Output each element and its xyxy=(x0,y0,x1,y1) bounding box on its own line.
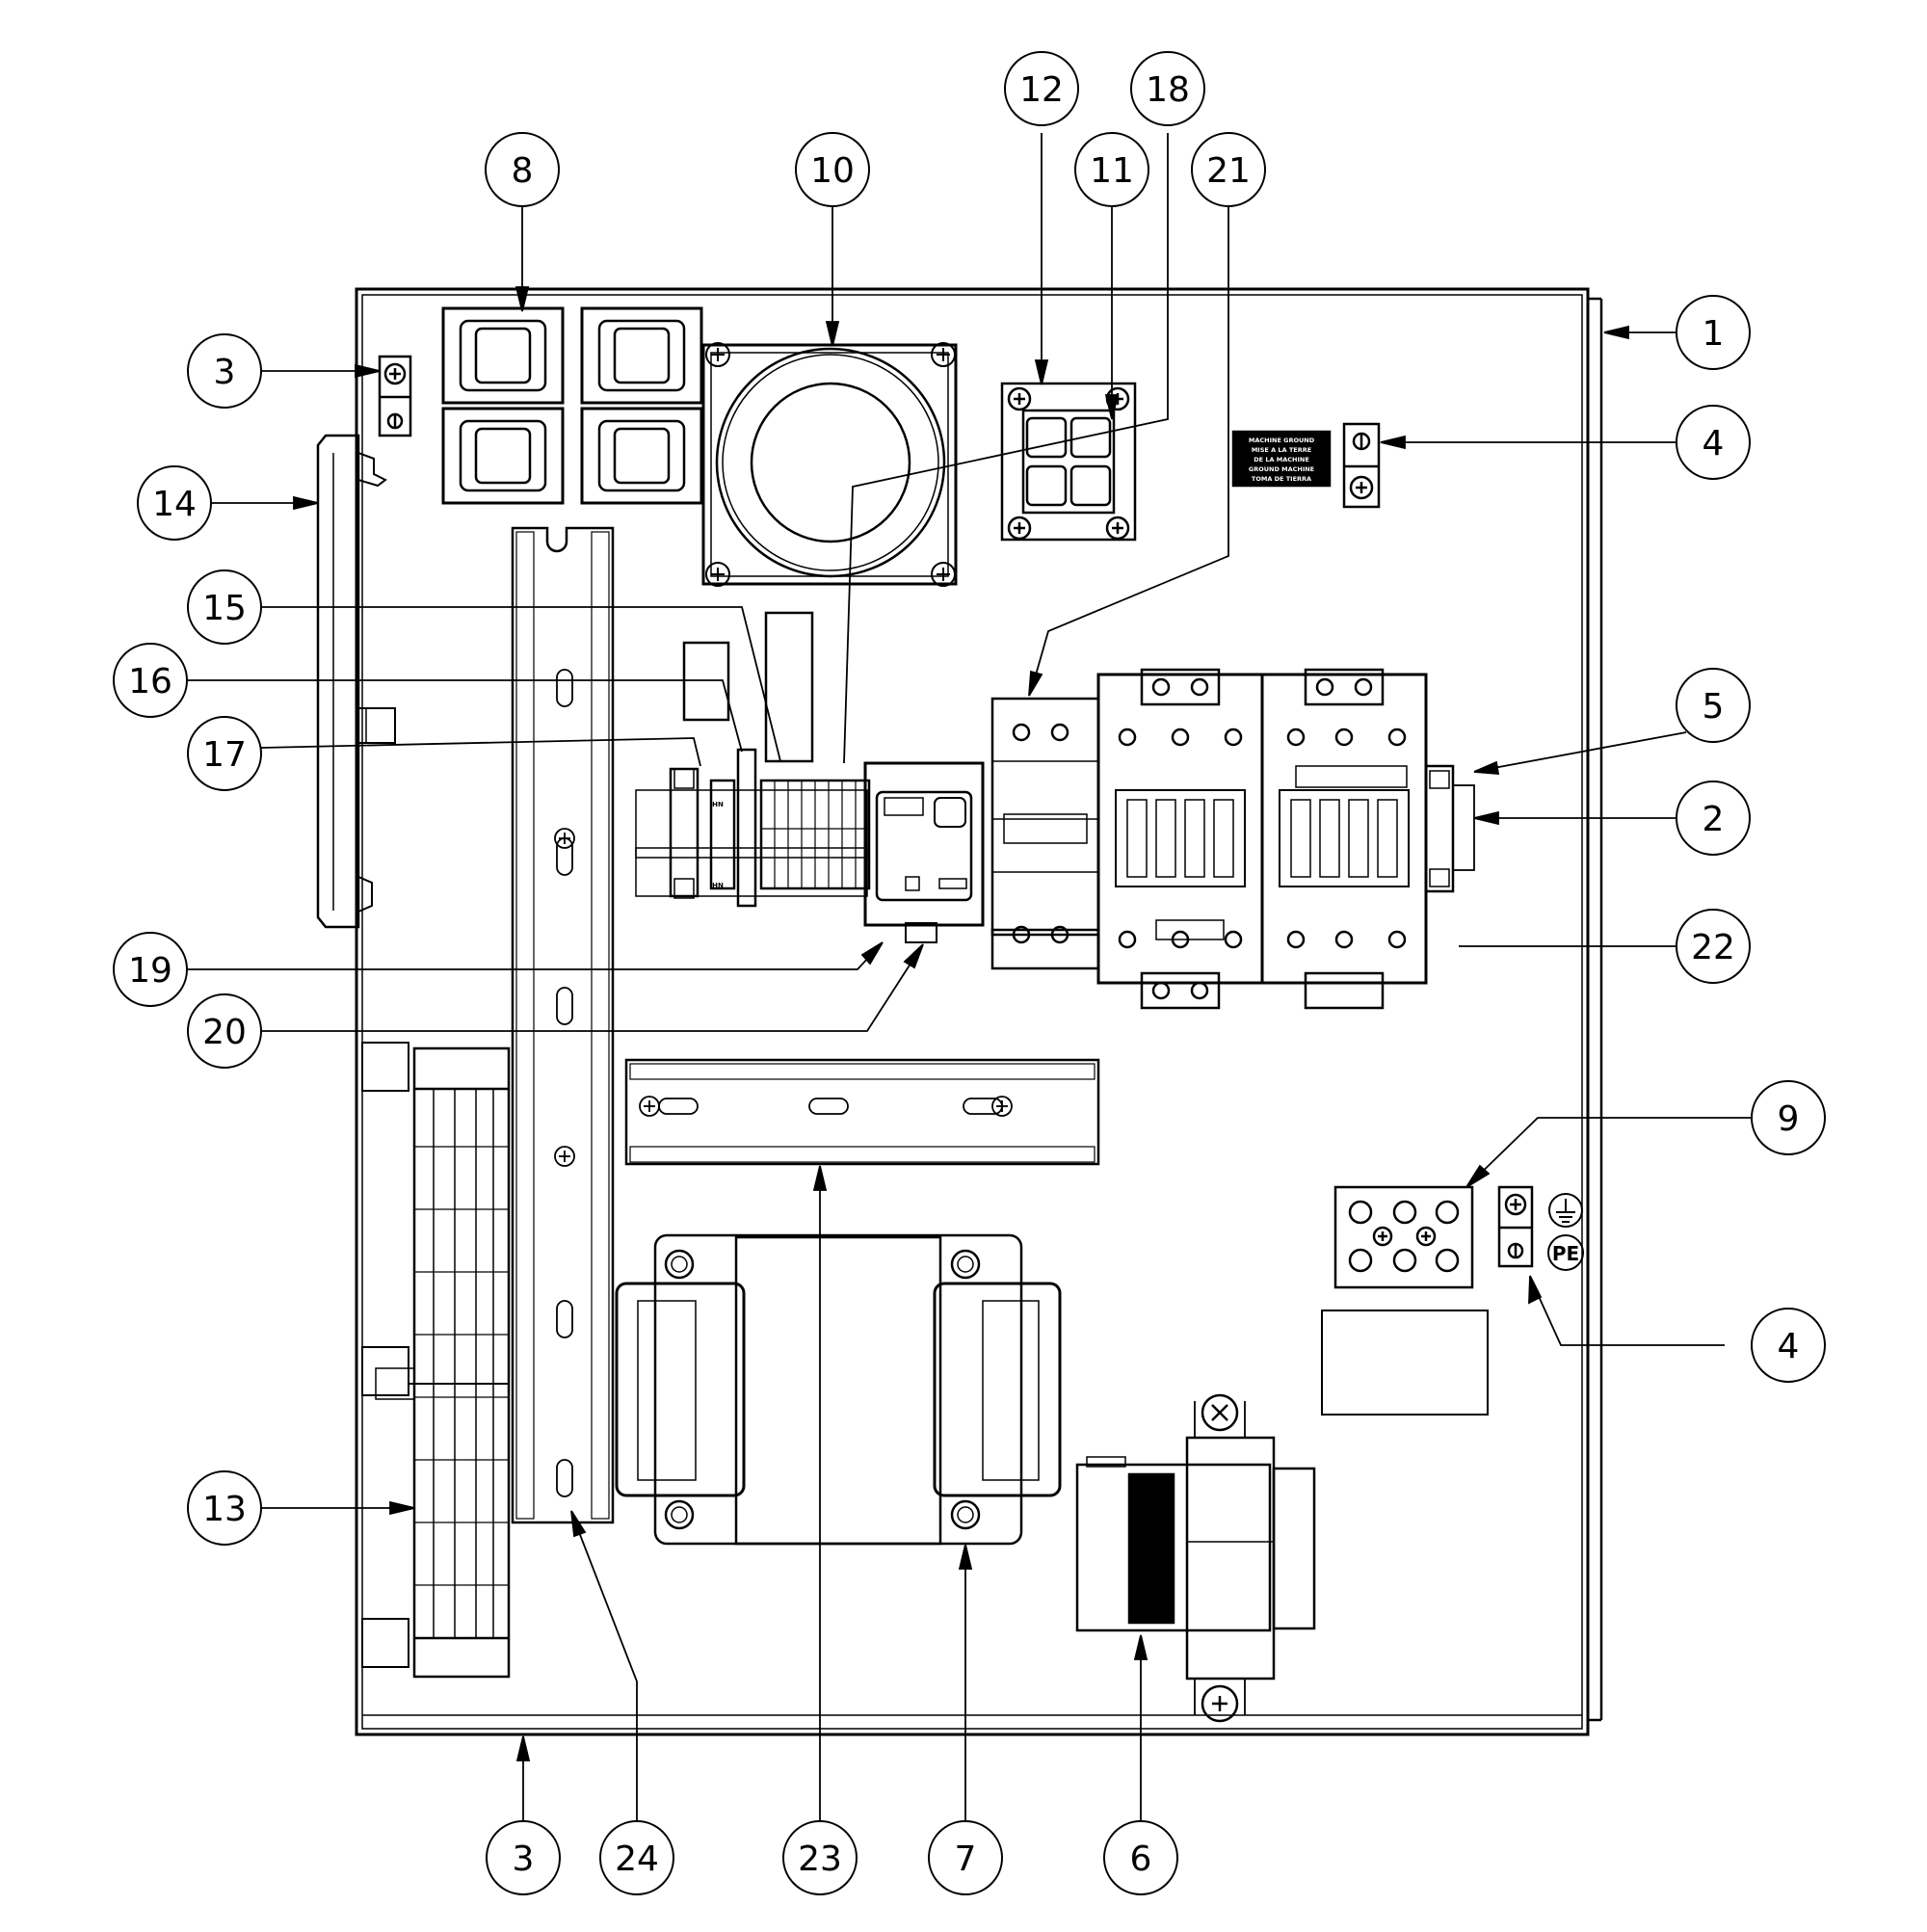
callout-3-bottom: 3 xyxy=(486,1820,561,1895)
callout-14: 14 xyxy=(137,465,212,541)
svg-text:1: 1 xyxy=(1703,314,1725,354)
callout-3-top: 3 xyxy=(187,333,262,409)
callout-13: 13 xyxy=(187,1470,262,1546)
callout-19: 19 xyxy=(113,932,188,1007)
callout-15: 15 xyxy=(187,569,262,645)
svg-text:22: 22 xyxy=(1691,928,1735,967)
callout-balloons: 1 2 3 3 4 4 5 6 7 8 9 10 11 12 13 14 15 … xyxy=(113,51,1826,1895)
callout-23: 23 xyxy=(782,1820,858,1895)
pe-symbol: PE xyxy=(1552,1242,1579,1265)
callout-16: 16 xyxy=(113,643,188,718)
terminal-block-rail xyxy=(635,611,871,908)
horizontal-wire-duct xyxy=(624,1058,1100,1166)
svg-text:16: 16 xyxy=(128,662,172,701)
pushbutton-group xyxy=(441,306,703,505)
svg-text:9: 9 xyxy=(1778,1099,1800,1139)
svg-text:20: 20 xyxy=(202,1013,247,1052)
control-relay xyxy=(863,761,985,943)
svg-text:23: 23 xyxy=(798,1839,842,1879)
pe-ground-lug xyxy=(1497,1185,1584,1271)
leader-lines xyxy=(187,133,1756,1848)
callout-17: 17 xyxy=(187,716,262,791)
callout-22: 22 xyxy=(1676,909,1751,984)
round-device xyxy=(701,342,958,587)
svg-text:18: 18 xyxy=(1146,70,1190,110)
control-transformer xyxy=(1075,1393,1316,1723)
transformer xyxy=(615,1233,1062,1546)
svg-text:21: 21 xyxy=(1206,151,1251,191)
svg-text:13: 13 xyxy=(202,1490,247,1529)
callout-11: 11 xyxy=(1074,132,1149,207)
callout-20: 20 xyxy=(187,993,262,1069)
callout-12: 12 xyxy=(1004,51,1079,126)
ground-label-line-5: TOMA DE TIERRA xyxy=(1252,475,1311,483)
ground-label-line-2: MISE A LA TERRE xyxy=(1252,446,1311,454)
callout-4-top: 4 xyxy=(1676,405,1751,480)
callout-4-bottom: 4 xyxy=(1751,1308,1826,1383)
callout-5: 5 xyxy=(1676,668,1751,743)
callout-7: 7 xyxy=(928,1820,1003,1895)
svg-text:7: 7 xyxy=(955,1839,977,1879)
callout-1: 1 xyxy=(1676,295,1751,370)
svg-text:11: 11 xyxy=(1090,151,1134,191)
ground-label-text: MACHINE GROUND MISE A LA TERRE DE LA MAC… xyxy=(1249,437,1315,483)
callout-18: 18 xyxy=(1130,51,1205,126)
svg-text:3: 3 xyxy=(513,1839,535,1879)
terminal-mark-bottom: HN xyxy=(712,882,724,889)
callout-21: 21 xyxy=(1191,132,1266,207)
svg-text:19: 19 xyxy=(128,951,172,991)
ground-label-line-4: GROUND MACHINE xyxy=(1249,465,1314,473)
enclosure xyxy=(355,287,1603,1736)
svg-text:14: 14 xyxy=(152,485,197,524)
callout-9: 9 xyxy=(1751,1080,1826,1155)
svg-text:12: 12 xyxy=(1019,70,1064,110)
callout-24: 24 xyxy=(599,1820,674,1895)
ground-label-line-3: DE LA MACHINE xyxy=(1254,456,1309,463)
ground-lug-top-left xyxy=(378,355,412,437)
svg-text:10: 10 xyxy=(810,151,855,191)
ground-bar xyxy=(1333,1185,1474,1289)
callout-10: 10 xyxy=(795,132,870,207)
vertical-wire-duct xyxy=(511,526,615,1524)
svg-text:4: 4 xyxy=(1703,424,1725,463)
warning-label xyxy=(1321,1310,1489,1416)
svg-text:15: 15 xyxy=(202,589,247,628)
contactor-assembly xyxy=(990,668,1475,1010)
svg-text:8: 8 xyxy=(512,151,534,191)
svg-text:2: 2 xyxy=(1703,800,1725,839)
svg-text:17: 17 xyxy=(202,735,247,775)
svg-text:6: 6 xyxy=(1130,1839,1152,1879)
svg-text:4: 4 xyxy=(1778,1327,1800,1366)
callout-8: 8 xyxy=(485,132,560,207)
door-handle xyxy=(316,434,396,929)
machine-ground-label xyxy=(1231,422,1381,509)
svg-text:3: 3 xyxy=(214,353,236,392)
ground-label-line-1: MACHINE GROUND xyxy=(1249,437,1315,444)
callout-2: 2 xyxy=(1676,781,1751,856)
disconnect-assembly xyxy=(361,1042,511,1679)
pilot-light-block xyxy=(1000,382,1137,542)
callout-6: 6 xyxy=(1103,1820,1178,1895)
svg-text:24: 24 xyxy=(615,1839,659,1879)
svg-text:5: 5 xyxy=(1703,687,1725,727)
terminal-mark-top: HN xyxy=(712,801,724,808)
